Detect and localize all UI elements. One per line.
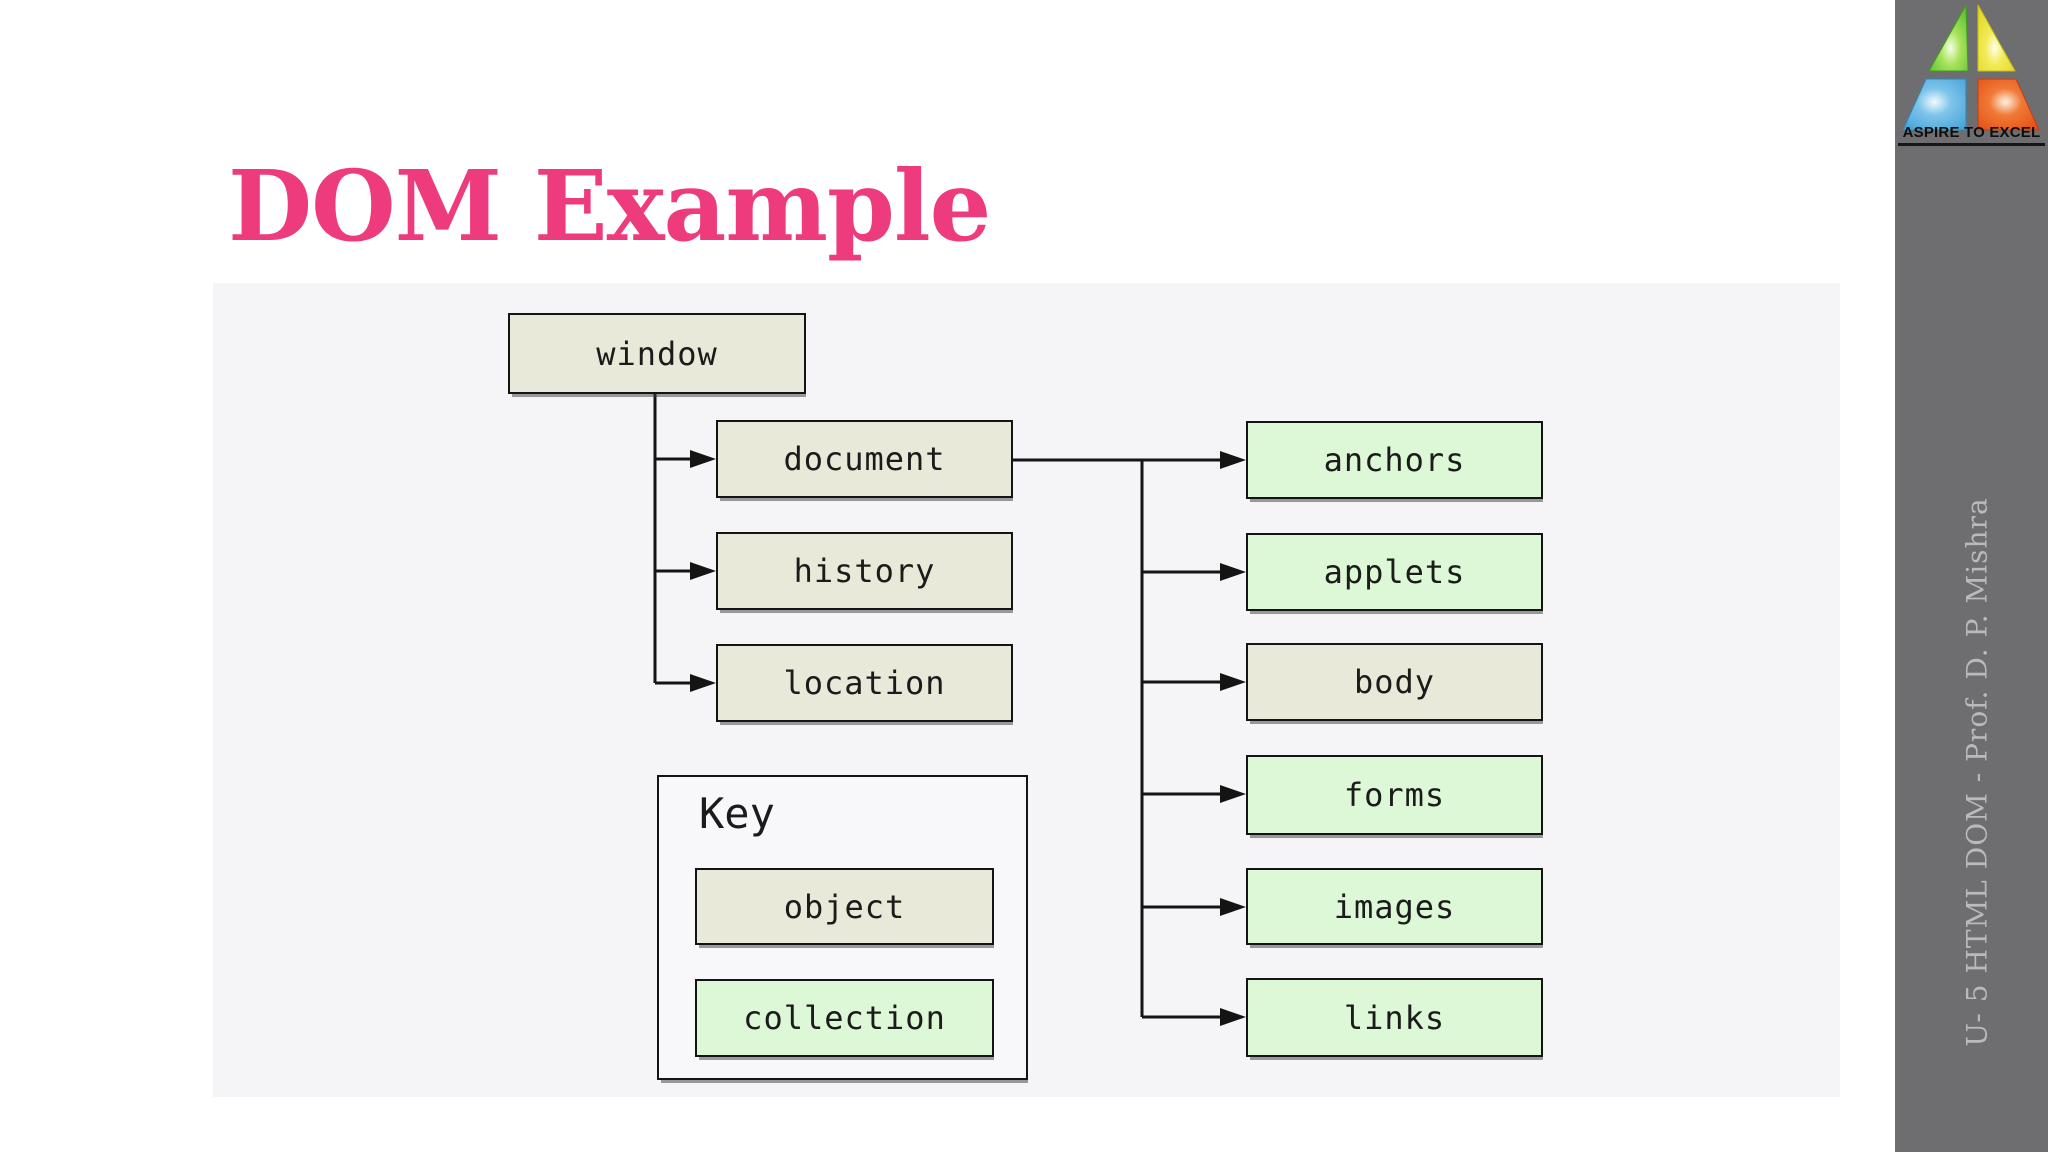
node-label: anchors [1323,441,1466,479]
node-forms: forms [1246,755,1543,835]
legend-title: Key [699,789,775,838]
node-label: document [783,440,946,478]
vertical-credit-text: U- 5 HTML DOM - Prof. D. P. Mishra [1960,497,1994,1047]
node-body: body [1246,643,1543,721]
node-label: window [596,334,718,373]
logo-caption: ASPIRE TO EXCEL [1898,124,2045,146]
node-anchors: anchors [1246,421,1543,499]
node-document: document [716,420,1013,498]
node-applets: applets [1246,533,1543,611]
legend-collection-swatch: collection [695,979,994,1057]
sidebar: ASPIRE TO EXCEL [1895,0,2048,1152]
arrowheads [690,450,1246,1026]
node-label: location [783,664,946,702]
node-window: window [508,313,806,394]
node-label: links [1343,998,1446,1037]
node-links: links [1246,978,1543,1057]
connector-lines [653,394,1246,1026]
node-history: history [716,532,1013,610]
node-label: body [1353,663,1436,701]
legend-label: collection [743,999,946,1037]
node-images: images [1246,868,1543,945]
page-title: DOM Example [228,149,991,263]
node-label: images [1333,887,1456,926]
node-label: applets [1323,553,1466,591]
node-location: location [716,644,1013,722]
dom-diagram-panel: window document history location anchors… [213,283,1840,1097]
node-label: forms [1343,776,1446,814]
legend-object-swatch: object [695,868,994,945]
aspire-pyramid-logo-icon [1902,4,2040,131]
node-label: history [793,552,936,590]
legend-label: object [783,887,906,926]
legend-key-box: Key object collection [657,775,1028,1080]
